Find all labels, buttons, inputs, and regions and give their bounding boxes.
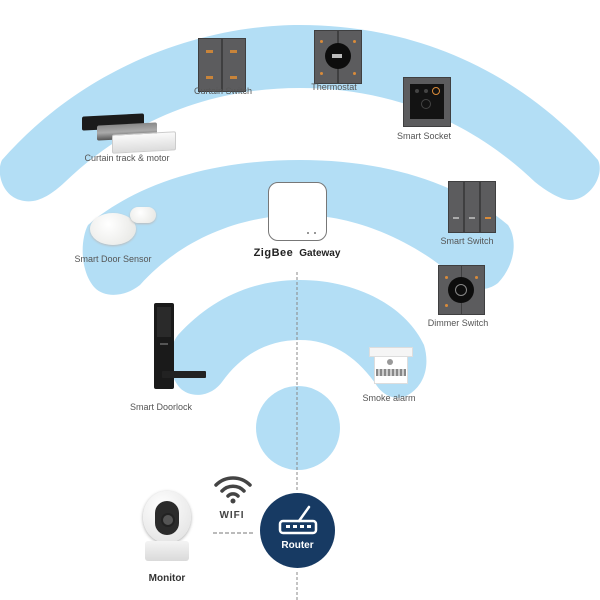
gateway-label: ZigBee Gateway xyxy=(254,247,341,259)
smart-switch-device[interactable] xyxy=(448,181,496,233)
door-sensor-device[interactable] xyxy=(90,205,158,250)
smart-socket-label: Smart Socket xyxy=(396,131,452,141)
smart-socket-device[interactable] xyxy=(403,77,451,127)
wave-middle xyxy=(82,160,514,295)
curtain-switch-device[interactable] xyxy=(198,38,246,92)
router-icon xyxy=(278,505,318,535)
thermostat-device[interactable] xyxy=(314,30,362,84)
smoke-alarm-device[interactable] xyxy=(369,347,413,385)
router-label: Router xyxy=(281,540,314,551)
smart-switch-label: Smart Switch xyxy=(440,236,494,246)
monitor-device[interactable] xyxy=(139,491,195,563)
wave-dot xyxy=(256,386,340,470)
zigbee-gateway-device[interactable] xyxy=(268,182,327,241)
thermostat-label: Thermostat xyxy=(311,82,357,92)
wifi-icon xyxy=(214,476,252,504)
dimmer-switch-device[interactable] xyxy=(438,265,485,315)
wave-outer xyxy=(0,25,600,202)
door-sensor-label: Smart Door Sensor xyxy=(74,254,152,264)
wifi-label: WIFI xyxy=(219,510,245,521)
curtain-track-label: Curtain track & motor xyxy=(84,153,170,163)
monitor-label: Monitor xyxy=(148,573,186,584)
dimmer-switch-label: Dimmer Switch xyxy=(427,318,489,328)
curtain-track-device[interactable] xyxy=(82,112,176,154)
router-node[interactable]: Router xyxy=(260,493,335,568)
curtain-switch-label: Curtain Switch xyxy=(193,86,253,96)
wave-inner xyxy=(170,280,427,398)
gateway-text: Gateway xyxy=(299,248,341,259)
doorlock-device[interactable] xyxy=(154,303,206,389)
doorlock-label: Smart Doorlock xyxy=(129,402,193,412)
zigbee-brand: ZigBee xyxy=(253,247,294,259)
smoke-alarm-label: Smoke alarm xyxy=(362,393,416,403)
